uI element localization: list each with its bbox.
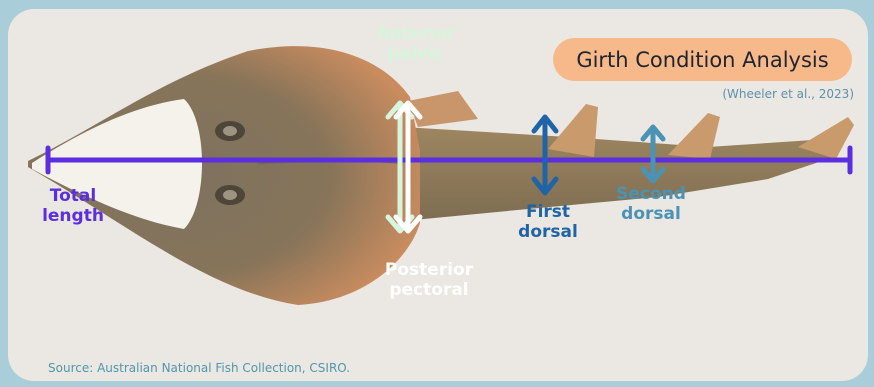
label-posterior-pectoral: Posterior pectoral xyxy=(374,261,484,300)
citation: (Wheeler et al., 2023) xyxy=(722,87,854,101)
label-second-dorsal: Second dorsal xyxy=(606,185,696,224)
title-badge: Girth Condition Analysis xyxy=(553,38,852,81)
pelvic-fin xyxy=(408,91,478,127)
label-total-length: Total length xyxy=(28,187,118,226)
label-first-dorsal: First dorsal xyxy=(508,203,588,242)
label-anterior-pelvic: Anterior pelvic xyxy=(366,25,466,64)
diagram-panel: Girth Condition Analysis (Wheeler et al.… xyxy=(8,9,868,381)
source-credit: Source: Australian National Fish Collect… xyxy=(48,361,350,375)
